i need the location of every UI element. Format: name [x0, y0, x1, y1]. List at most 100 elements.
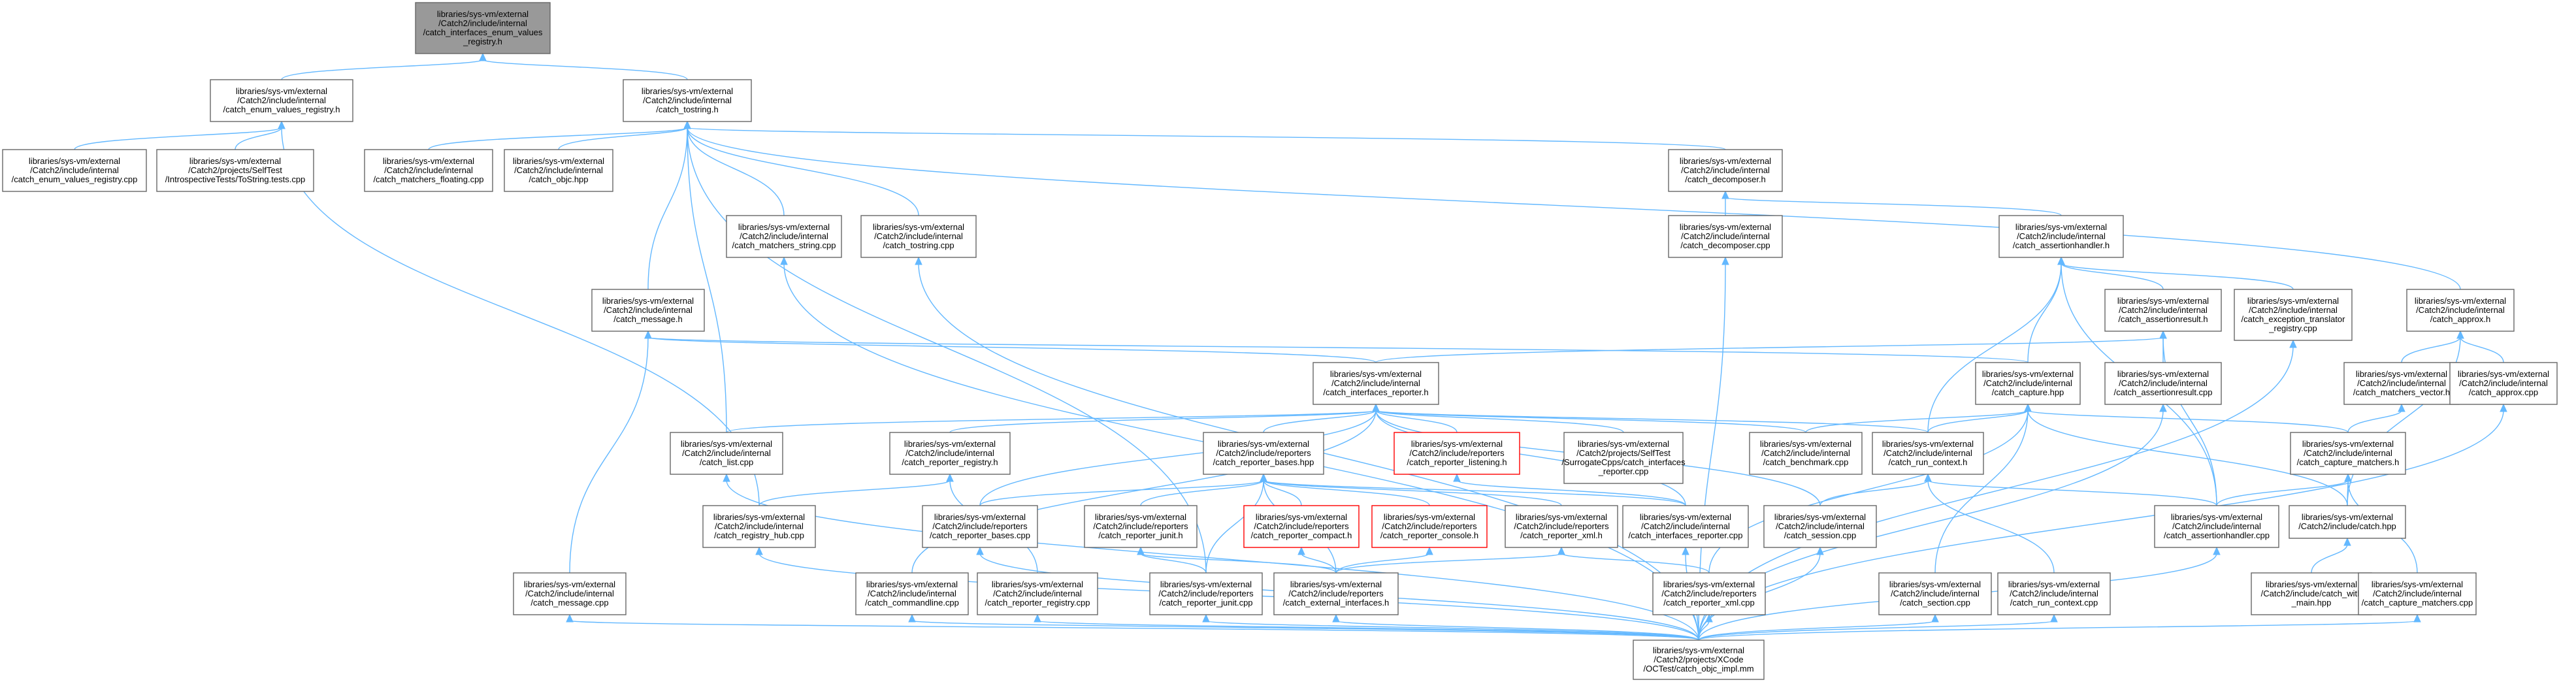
- node-assertionresult-cpp[interactable]: libraries/sys-vm/external/Catch2/include…: [2104, 362, 2222, 405]
- edge-reporter_registry_h-to-interfaces_reporter_h: [949, 403, 1380, 433]
- node-box: [1878, 572, 1992, 615]
- node-catch-with-main[interactable]: libraries/sys-vm/external/Catch2/include…: [2251, 572, 2372, 615]
- node-reporter-console-h[interactable]: libraries/sys-vm/external/Catch2/include…: [1371, 505, 1488, 548]
- node-label-line: libraries/sys-vm/external: [2247, 296, 2339, 306]
- edge-arrowhead: [2024, 403, 2032, 412]
- node-label-line: libraries/sys-vm/external: [738, 222, 830, 232]
- edge-line: [949, 410, 1377, 433]
- node-session-cpp[interactable]: libraries/sys-vm/external/Catch2/include…: [1763, 505, 1877, 548]
- node-evr-cpp[interactable]: libraries/sys-vm/external/Catch2/include…: [2, 149, 147, 192]
- node-interfaces-reporter-h[interactable]: libraries/sys-vm/external/Catch2/include…: [1312, 362, 1439, 405]
- node-label-line: libraries/sys-vm/external: [1384, 512, 1475, 522]
- node-reporter-bases-hpp[interactable]: libraries/sys-vm/external/Catch2/include…: [1203, 432, 1324, 475]
- node-reporter-registry-h[interactable]: libraries/sys-vm/external/Catch2/include…: [889, 432, 1011, 475]
- edge-line: [1927, 263, 2062, 433]
- node-decomposer-cpp[interactable]: libraries/sys-vm/external/Catch2/include…: [1668, 215, 1783, 258]
- node-surrogate-cpps[interactable]: libraries/sys-vm/external/Catch2/project…: [1561, 432, 1686, 484]
- edge-arrowhead: [908, 613, 916, 623]
- node-label-line: /catch_commandline.cpp: [865, 598, 959, 608]
- node-label-line: /catch_list.cpp: [700, 457, 753, 467]
- node-box: [623, 79, 752, 122]
- node-label-line: /catch_matchers_string.cpp: [732, 240, 836, 250]
- node-run-context-cpp[interactable]: libraries/sys-vm/external/Catch2/include…: [1997, 572, 2111, 615]
- node-exception-translator[interactable]: libraries/sys-vm/external/Catch2/include…: [2234, 289, 2353, 341]
- node-interfaces-reporter-cpp[interactable]: libraries/sys-vm/external/Catch2/include…: [1622, 505, 1749, 548]
- node-approx-cpp[interactable]: libraries/sys-vm/external/Catch2/include…: [2449, 362, 2558, 405]
- edge-line: [1698, 620, 1936, 641]
- node-assertionhandler-cpp[interactable]: libraries/sys-vm/external/Catch2/include…: [2154, 505, 2279, 548]
- node-reporter-xml-cpp[interactable]: libraries/sys-vm/external/Catch2/include…: [1652, 572, 1766, 615]
- node-decomposer-h[interactable]: libraries/sys-vm/external/Catch2/include…: [1668, 149, 1783, 192]
- node-evr-h[interactable]: libraries/sys-vm/external/Catch2/include…: [210, 79, 353, 122]
- node-box: [1998, 215, 2124, 258]
- node-label-line: /Catch2/include/internal: [1681, 231, 1770, 241]
- node-label-line: /Catch2/include/reporters: [1514, 521, 1609, 531]
- node-assertionhandler-h[interactable]: libraries/sys-vm/external/Catch2/include…: [1998, 215, 2124, 258]
- node-tostring-cpp[interactable]: libraries/sys-vm/external/Catch2/include…: [860, 215, 977, 258]
- node-capture-matchers-h[interactable]: libraries/sys-vm/external/Catch2/include…: [2290, 432, 2406, 475]
- node-label-line: /catch_reporter_junit.cpp: [1159, 598, 1252, 608]
- node-label-line: libraries/sys-vm/external: [2302, 439, 2394, 449]
- node-label-line: /Catch2/include/internal: [905, 448, 994, 458]
- node-benchmark-cpp[interactable]: libraries/sys-vm/external/Catch2/include…: [1749, 432, 1863, 475]
- node-reporter-registry-cpp[interactable]: libraries/sys-vm/external/Catch2/include…: [977, 572, 1098, 615]
- node-intro-tests[interactable]: libraries/sys-vm/external/Catch2/project…: [156, 149, 314, 192]
- edge-reporter_compact_h-to-reporter_bases_hpp: [1260, 473, 1302, 506]
- node-label-line: _registry.h: [463, 37, 502, 46]
- node-label-line: /IntrospectiveTests/ToString.tests.cpp: [165, 174, 306, 184]
- node-label-line: libraries/sys-vm/external: [1774, 512, 1866, 522]
- node-approx-h[interactable]: libraries/sys-vm/external/Catch2/include…: [2406, 289, 2515, 332]
- edge-external_interfaces_h-to-reporter_console_h: [1335, 546, 1433, 574]
- node-label-line: /Catch2/include/internal: [740, 231, 828, 241]
- node-box: [670, 432, 783, 475]
- node-objc-hpp[interactable]: libraries/sys-vm/external/Catch2/include…: [504, 149, 613, 192]
- node-section-cpp[interactable]: libraries/sys-vm/external/Catch2/include…: [1878, 572, 1992, 615]
- node-catch-hpp[interactable]: libraries/sys-vm/external/Catch2/include…: [2289, 505, 2406, 539]
- node-reporter-junit-cpp[interactable]: libraries/sys-vm/external/Catch2/include…: [1149, 572, 1263, 615]
- node-label-line: /Catch2/include/internal: [1883, 448, 1972, 458]
- edge-objc_impl-to-commandline_cpp: [908, 613, 1699, 641]
- edge-arrowhead: [644, 330, 652, 339]
- node-label-line: /Catch2/projects/SelfTest: [1576, 448, 1671, 458]
- node-label-line: libraries/sys-vm/external: [1411, 439, 1503, 449]
- node-assertionresult-h[interactable]: libraries/sys-vm/external/Catch2/include…: [2104, 289, 2222, 332]
- node-label-line: /Catch2/include/internal: [715, 521, 804, 531]
- node-message-cpp[interactable]: libraries/sys-vm/external/Catch2/include…: [513, 572, 627, 615]
- edge-line: [979, 479, 1264, 506]
- edge-line: [1375, 410, 1929, 433]
- node-reporter-junit-h[interactable]: libraries/sys-vm/external/Catch2/include…: [1084, 505, 1198, 548]
- node-box: [504, 149, 613, 192]
- node-registry-hub-cpp[interactable]: libraries/sys-vm/external/Catch2/include…: [702, 505, 816, 548]
- edge-line: [647, 127, 688, 290]
- node-label-line: libraries/sys-vm/external: [2117, 296, 2209, 306]
- node-root[interactable]: libraries/sys-vm/external/Catch2/include…: [415, 2, 551, 54]
- node-label-line: /catch_run_context.h: [1889, 457, 1968, 467]
- node-list-cpp[interactable]: libraries/sys-vm/external/Catch2/include…: [670, 432, 783, 475]
- node-label-line: /Catch2/include/internal: [2172, 521, 2261, 531]
- node-tostring-h[interactable]: libraries/sys-vm/external/Catch2/include…: [623, 79, 752, 122]
- node-reporter-xml-h[interactable]: libraries/sys-vm/external/Catch2/include…: [1505, 505, 1618, 548]
- node-matchers-vector[interactable]: libraries/sys-vm/external/Catch2/include…: [2343, 362, 2460, 405]
- node-capture-hpp[interactable]: libraries/sys-vm/external/Catch2/include…: [1975, 362, 2081, 405]
- node-label-line: _registry.cpp: [2268, 323, 2317, 333]
- node-reporter-bases-cpp[interactable]: libraries/sys-vm/external/Catch2/include…: [922, 505, 1038, 548]
- node-message-h[interactable]: libraries/sys-vm/external/Catch2/include…: [591, 289, 705, 332]
- node-matchers-floating[interactable]: libraries/sys-vm/external/Catch2/include…: [364, 149, 493, 192]
- node-run-context-h[interactable]: libraries/sys-vm/external/Catch2/include…: [1872, 432, 1984, 475]
- node-reporter-compact-h[interactable]: libraries/sys-vm/external/Catch2/include…: [1243, 505, 1360, 548]
- node-label-line: /Catch2/include/internal: [438, 18, 527, 28]
- node-matchers-string[interactable]: libraries/sys-vm/external/Catch2/include…: [726, 215, 842, 258]
- edge-reporter_bases_hpp-to-interfaces_reporter_h: [1263, 403, 1380, 433]
- node-external-interfaces-h[interactable]: libraries/sys-vm/external/Catch2/include…: [1273, 572, 1399, 615]
- node-label-line: libraries/sys-vm/external: [1218, 439, 1309, 449]
- node-label-line: _reporter.cpp: [1598, 466, 1649, 476]
- node-label-line: libraries/sys-vm/external: [1095, 512, 1186, 522]
- node-capture-matchers-cpp[interactable]: libraries/sys-vm/external/Catch2/include…: [2358, 572, 2477, 615]
- node-box: [156, 149, 314, 192]
- node-label-line: /Catch2/include/internal: [514, 165, 603, 175]
- node-commandline-cpp[interactable]: libraries/sys-vm/external/Catch2/include…: [855, 572, 969, 615]
- edge-line: [1561, 553, 1710, 574]
- node-reporter-listening-h[interactable]: libraries/sys-vm/external/Catch2/include…: [1394, 432, 1520, 475]
- edge-objc_impl-to-capture_matchers_cpp: [1698, 613, 2421, 641]
- node-objc-impl[interactable]: libraries/sys-vm/external/Catch2/project…: [1633, 640, 1765, 680]
